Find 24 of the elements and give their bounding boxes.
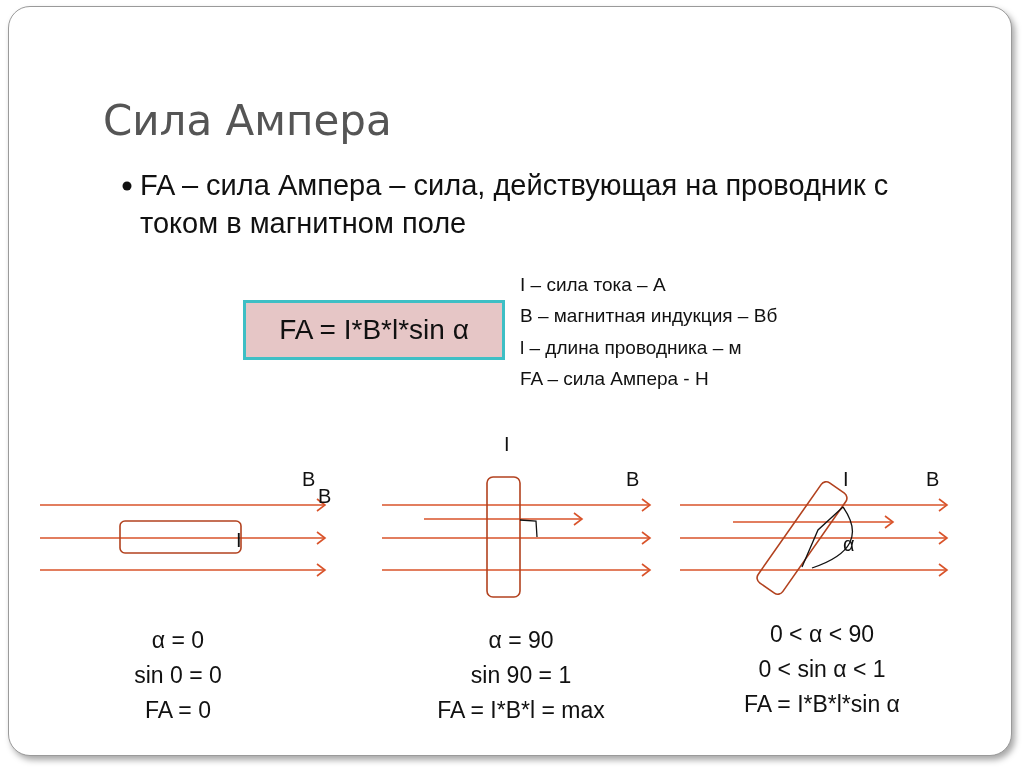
condition-text: 0 < α < 90 (768, 620, 876, 649)
definition-text: FA – сила Ампера - Н (520, 368, 709, 390)
field-label: B (302, 468, 316, 491)
field-label: B (926, 468, 940, 491)
definition-text: B – магнитная индукция – Вб (520, 305, 778, 327)
field-label: B (318, 485, 332, 508)
slide-title: Сила Ампера (103, 96, 392, 145)
condition-text: α = 90 (487, 626, 555, 655)
current-label: I (504, 433, 510, 456)
field-label: B (626, 468, 640, 491)
current-label: I (843, 468, 849, 491)
condition-text: α = 0 (150, 626, 206, 655)
definition-text: l – длина проводника – м (520, 337, 742, 359)
condition-text: FA = 0 (144, 696, 212, 725)
formula-box (243, 300, 505, 360)
condition-text: sin 90 = 1 (469, 661, 573, 690)
condition-text: sin 0 = 0 (133, 661, 223, 690)
definition-text: I – сила тока – А (520, 274, 666, 296)
formula-text: FA = I*B*l*sin α (279, 314, 469, 346)
condition-text: FA = I*B*l*sin α (743, 690, 901, 719)
condition-text: FA = I*B*l = max (436, 696, 606, 725)
condition-text: 0 < sin α < 1 (757, 655, 887, 684)
definition-text: FA – сила Ампера – сила, действующая на проводник с током в магнитном поле (140, 168, 890, 241)
current-label: I (236, 529, 242, 552)
